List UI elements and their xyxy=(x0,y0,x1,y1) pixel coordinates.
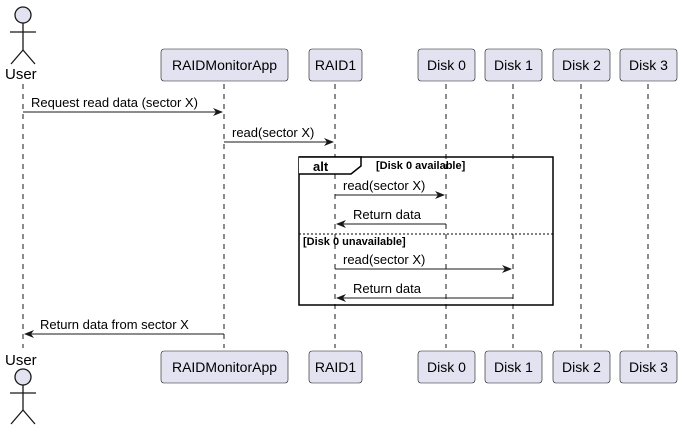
participant-box-disk2-bottom xyxy=(552,350,611,384)
actor-label-user-top: User xyxy=(5,66,37,83)
participant-label-disk1-bottom: Disk 1 xyxy=(494,359,533,375)
message-label-request: Request read data (sector X) xyxy=(31,95,198,110)
message-label-return-user: Return data from sector X xyxy=(40,317,189,332)
alt-keyword: alt xyxy=(313,159,329,174)
participant-box-disk1-top xyxy=(484,48,543,82)
participant-box-app-bottom xyxy=(160,350,289,384)
alt-frame xyxy=(298,156,554,306)
alt-fragment: alt [Disk 0 available] [Disk 0 unavailab… xyxy=(298,156,554,306)
participant-box-disk0-bottom xyxy=(417,350,476,384)
participant-box-app-top xyxy=(160,48,289,82)
actor-user-top xyxy=(10,6,36,65)
participant-box-disk3-bottom xyxy=(619,350,678,384)
participant-label-disk3-bottom: Disk 3 xyxy=(629,359,668,375)
participant-label-app-top: RAIDMonitorApp xyxy=(172,57,277,73)
lifelines xyxy=(22,84,649,348)
actor-head-icon xyxy=(14,6,32,24)
message-label-read-raid: read(sector X) xyxy=(232,125,314,140)
messages xyxy=(23,108,513,338)
participant-label-app-bottom: RAIDMonitorApp xyxy=(172,359,277,375)
participant-label-disk1-top: Disk 1 xyxy=(494,57,533,73)
alt-tab xyxy=(299,156,362,175)
participant-box-raid-top xyxy=(308,48,363,82)
actor-label-user-bottom: User xyxy=(5,352,37,369)
message-label-read-disk0: read(sector X) xyxy=(343,178,425,193)
participant-box-disk0-top xyxy=(417,48,476,82)
participant-label-disk3-top: Disk 3 xyxy=(629,57,668,73)
participant-label-disk2-bottom: Disk 2 xyxy=(562,359,601,375)
participant-boxes-bottom xyxy=(160,350,678,384)
participant-label-disk0-top: Disk 0 xyxy=(427,57,466,73)
actor-head-icon xyxy=(14,368,32,386)
participant-label-raid-bottom: RAID1 xyxy=(315,359,356,375)
participant-label-raid-top: RAID1 xyxy=(315,57,356,73)
message-label-return-disk1: Return data xyxy=(353,281,422,296)
participant-box-disk1-bottom xyxy=(484,350,543,384)
participant-label-disk2-top: Disk 2 xyxy=(562,57,601,73)
participant-box-raid-bottom xyxy=(308,350,363,384)
alt-guard-unavailable: [Disk 0 unavailable] xyxy=(303,236,406,248)
message-label-return-disk0: Return data xyxy=(353,207,422,222)
participant-boxes-top xyxy=(160,48,678,82)
participant-label-disk0-bottom: Disk 0 xyxy=(427,359,466,375)
message-label-read-disk1: read(sector X) xyxy=(343,252,425,267)
actor-user-bottom xyxy=(10,368,36,425)
participant-box-disk2-top xyxy=(552,48,611,82)
participant-box-disk3-top xyxy=(619,48,678,82)
alt-guard-available: [Disk 0 available] xyxy=(376,160,466,172)
